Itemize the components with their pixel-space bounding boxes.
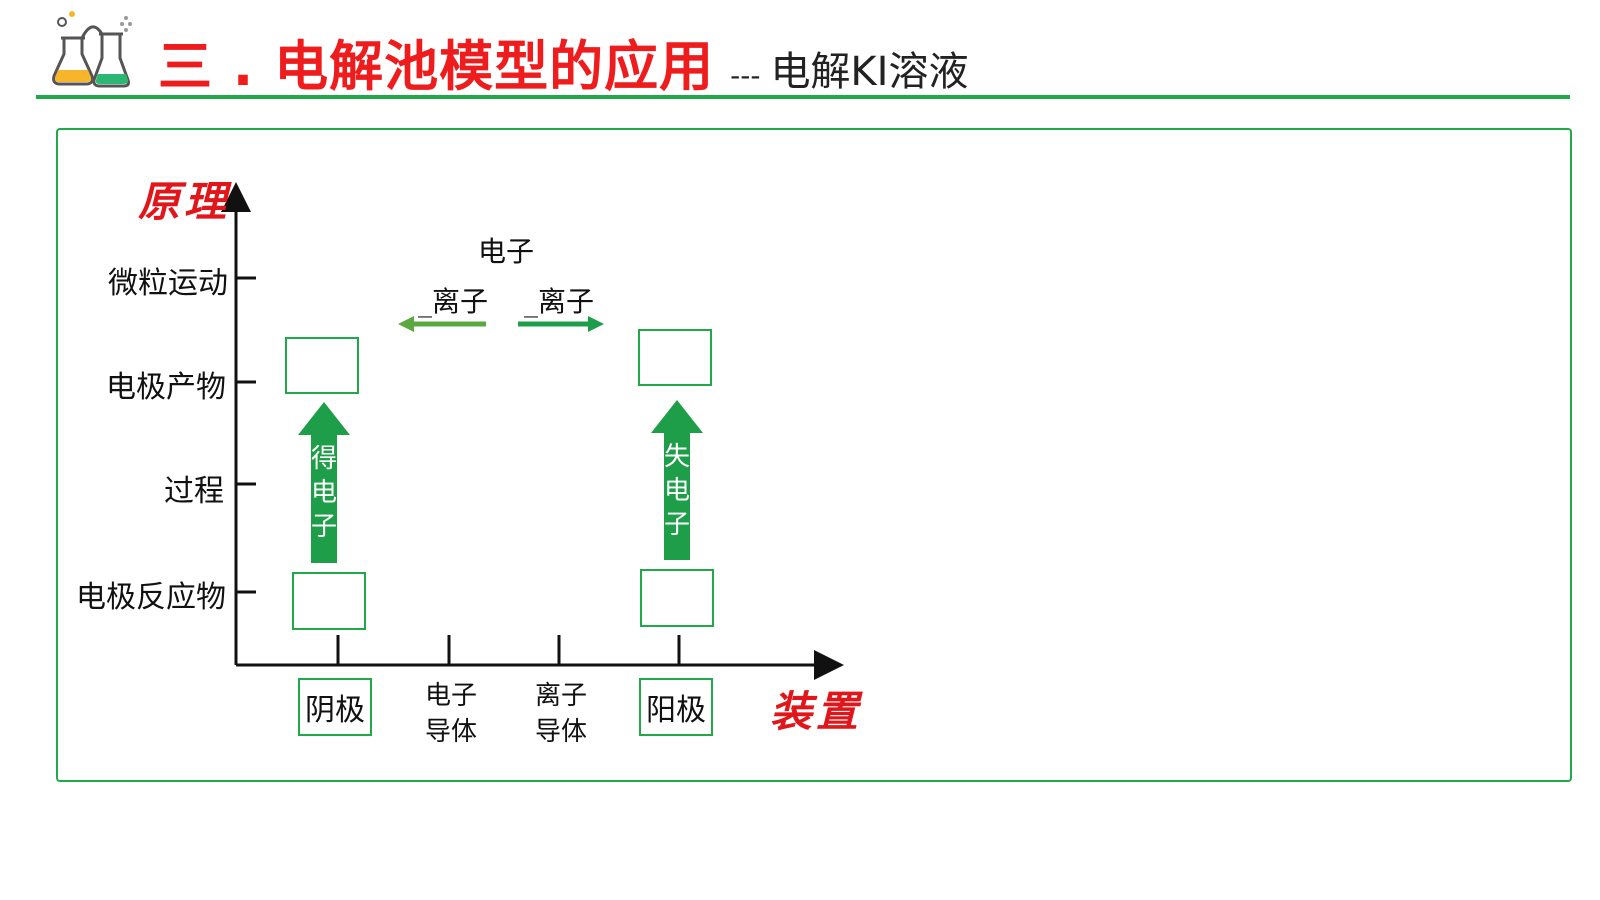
y-axis-title: 原理 — [138, 177, 231, 226]
ion-conductor-line2: 导体 — [534, 717, 587, 747]
gain-char: 得 — [310, 444, 337, 474]
anode-product-box — [638, 329, 712, 386]
electrolysis-diagram — [221, 182, 844, 680]
y-level-label: 微粒运动 — [108, 266, 228, 301]
electron-label: 电子 — [478, 235, 535, 268]
title-dash: --- — [730, 59, 761, 92]
cathode-label: 阴极 — [298, 678, 372, 736]
lose-electron-arrow — [651, 400, 703, 560]
electron-conductor-line1: 电子 — [424, 681, 477, 711]
anode-label: 阳极 — [639, 678, 713, 736]
chemistry-flask-icon — [52, 11, 132, 88]
ion-conductor-line1: 离子 — [534, 681, 587, 711]
lose-char: 子 — [663, 510, 690, 540]
lose-char: 失 — [663, 442, 690, 472]
gain-char: 子 — [310, 512, 337, 542]
y-level-label: 过程 — [164, 474, 224, 509]
gain-electron-text: 得 电 子 — [307, 442, 341, 544]
header: 三 . 电解池模型的应用 --- 电解KI溶液 — [0, 0, 1600, 100]
gain-electron-arrow — [298, 402, 350, 563]
y-level-label: 电极产物 — [106, 370, 226, 405]
content-panel: 原理 微粒运动 电极产物 过程 电极反应物 电子 _离子 _离子 得 电 子 失… — [56, 128, 1572, 782]
electron-conductor-label: 电子 导体 — [414, 678, 488, 750]
gain-char: 电 — [310, 478, 337, 508]
title-main: 三 . 电解池模型的应用 — [158, 35, 715, 98]
cathode-product-box — [285, 337, 359, 394]
anode-reactant-box — [640, 569, 714, 627]
ion-conductor-label: 离子 导体 — [524, 678, 598, 750]
lose-electron-text: 失 电 子 — [660, 440, 694, 542]
page-title: 三 . 电解池模型的应用 --- 电解KI溶液 — [158, 22, 968, 98]
header-divider — [36, 95, 1570, 99]
ion-right-label: _离子 — [524, 285, 595, 318]
cathode-reactant-box — [292, 572, 366, 630]
title-sub-text: 电解KI溶液 — [770, 49, 969, 95]
y-level-label: 电极反应物 — [76, 580, 226, 615]
x-axis-title: 装置 — [770, 687, 863, 736]
electron-conductor-line2: 导体 — [424, 717, 477, 747]
title-sub: --- 电解KI溶液 — [730, 39, 968, 97]
lose-char: 电 — [663, 476, 690, 506]
ion-left-label: _离子 — [418, 285, 489, 318]
